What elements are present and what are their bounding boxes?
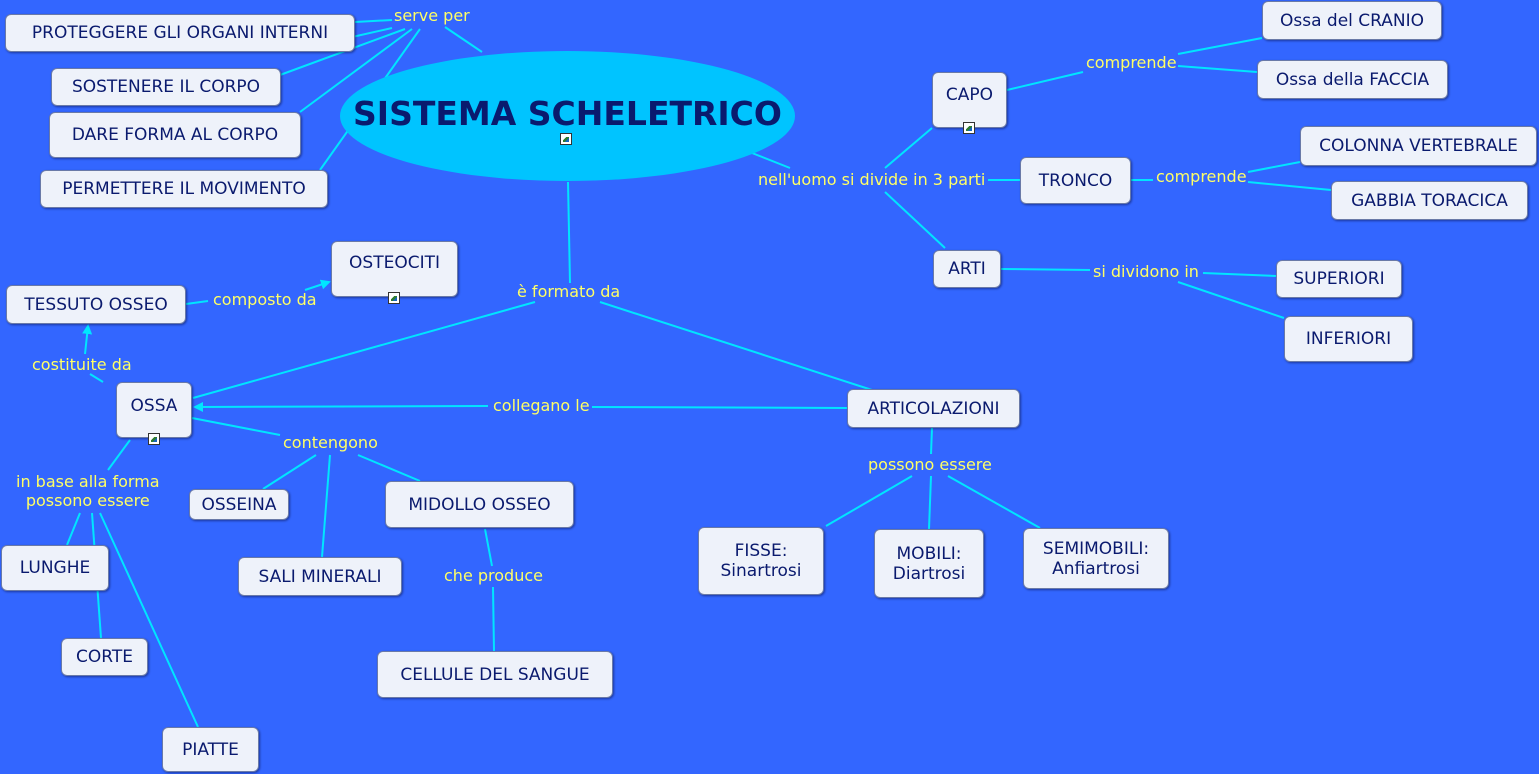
link-label-possono-essere: possono essere — [868, 455, 992, 474]
concept-midollo-osseo[interactable]: MIDOLLO OSSEO — [385, 481, 574, 528]
concept-sali-minerali[interactable]: SALI MINERALI — [238, 557, 402, 596]
concept-permettere[interactable]: PERMETTERE IL MOVIMENTO — [40, 170, 328, 208]
concept-label: OSSEINA — [201, 494, 277, 515]
concept-corte[interactable]: CORTE — [61, 638, 148, 676]
link-label-comprende-tronco: comprende — [1156, 167, 1247, 186]
main-concept-ellipse[interactable]: SISTEMA SCHELETRICO — [340, 51, 795, 181]
link-label-in-base-forma: in base alla forma possono essere — [16, 472, 160, 510]
concept-faccia[interactable]: Ossa della FACCIA — [1257, 60, 1448, 99]
concept-label: OSTEOCITI — [349, 253, 440, 273]
concept-label: COLONNA VERTEBRALE — [1319, 136, 1518, 156]
concept-osteociti[interactable]: OSTEOCITI — [331, 241, 458, 304]
concept-tronco[interactable]: TRONCO — [1020, 157, 1131, 204]
concept-label: TESSUTO OSSEO — [24, 294, 168, 315]
concept-label: Ossa della FACCIA — [1275, 69, 1430, 90]
concept-label: INFERIORI — [1305, 329, 1392, 349]
link-label-composto-da: composto da — [213, 290, 317, 309]
concept-label: CELLULE DEL SANGUE — [400, 664, 590, 685]
concept-label: OSSA — [130, 396, 178, 416]
concept-label: CAPO — [945, 85, 994, 105]
concept-label: FISSE: Sinartrosi — [720, 541, 802, 581]
concept-fisse[interactable]: FISSE: Sinartrosi — [698, 527, 824, 595]
link-label-si-dividono: si dividono in — [1093, 262, 1199, 281]
concept-label: LUNGHE — [19, 558, 91, 578]
concept-gabbia[interactable]: GABBIA TORACICA — [1331, 181, 1528, 220]
concept-cranio[interactable]: Ossa del CRANIO — [1262, 1, 1442, 40]
concept-label: SALI MINERALI — [258, 566, 382, 587]
concept-lunghe[interactable]: LUNGHE — [1, 545, 109, 591]
concept-label: PERMETTERE IL MOVIMENTO — [62, 179, 306, 199]
concept-inferiori[interactable]: INFERIORI — [1284, 316, 1413, 362]
link-label-comprende-capo: comprende — [1086, 53, 1177, 72]
concept-arti[interactable]: ARTI — [933, 250, 1001, 288]
concept-semimobili[interactable]: SEMIMOBILI: Anfiartrosi — [1023, 528, 1169, 589]
concept-cellule-sangue[interactable]: CELLULE DEL SANGUE — [377, 651, 613, 698]
main-concept-title: SISTEMA SCHELETRICO — [353, 93, 782, 133]
concept-label: MOBILI: Diartrosi — [892, 543, 966, 584]
concept-label: MIDOLLO OSSEO — [408, 494, 551, 515]
concept-label: ARTI — [948, 259, 986, 279]
link-label-serve-per: serve per — [394, 6, 470, 25]
concept-mobili[interactable]: MOBILI: Diartrosi — [874, 529, 984, 598]
concept-osseina[interactable]: OSSEINA — [189, 489, 289, 520]
concept-label: GABBIA TORACICA — [1351, 190, 1508, 211]
concept-label: SEMIMOBILI: Anfiartrosi — [1042, 538, 1150, 579]
concept-label: SOSTENERE IL CORPO — [71, 77, 261, 97]
image-icon[interactable] — [148, 433, 160, 445]
concept-label: Ossa del CRANIO — [1279, 10, 1425, 31]
image-icon[interactable] — [388, 292, 400, 304]
image-icon[interactable] — [560, 133, 572, 145]
concept-dare-forma[interactable]: DARE FORMA AL CORPO — [49, 112, 301, 158]
concept-articolazioni[interactable]: ARTICOLAZIONI — [847, 389, 1020, 428]
concept-tessuto-osseo[interactable]: TESSUTO OSSEO — [6, 285, 186, 324]
concept-superiori[interactable]: SUPERIORI — [1276, 260, 1402, 298]
concept-colonna[interactable]: COLONNA VERTEBRALE — [1300, 126, 1537, 166]
concept-label: CORTE — [76, 647, 133, 667]
link-label-collegano: collegano le — [493, 396, 590, 415]
concept-label: PIATTE — [182, 739, 239, 760]
concept-label: PROTEGGERE GLI ORGANI INTERNI — [31, 23, 329, 43]
link-label-formato-da: è formato da — [517, 282, 621, 301]
concept-label: SUPERIORI — [1293, 269, 1385, 289]
concept-piatte[interactable]: PIATTE — [162, 727, 259, 772]
concept-proteggere[interactable]: PROTEGGERE GLI ORGANI INTERNI — [5, 14, 355, 52]
concept-label: TRONCO — [1038, 170, 1113, 191]
concept-label: DARE FORMA AL CORPO — [71, 125, 279, 145]
concept-label: ARTICOLAZIONI — [867, 398, 1000, 419]
link-label-contengono: contengono — [283, 433, 378, 452]
link-label-costituite-da: costituite da — [32, 355, 132, 374]
concept-capo[interactable]: CAPO — [932, 72, 1007, 134]
link-label-nelluomo: nell'uomo si divide in 3 parti — [758, 170, 986, 189]
concept-ossa[interactable]: OSSA — [116, 382, 192, 445]
image-icon[interactable] — [963, 122, 975, 134]
concept-sostenere[interactable]: SOSTENERE IL CORPO — [51, 68, 281, 106]
link-label-che-produce: che produce — [444, 566, 543, 585]
